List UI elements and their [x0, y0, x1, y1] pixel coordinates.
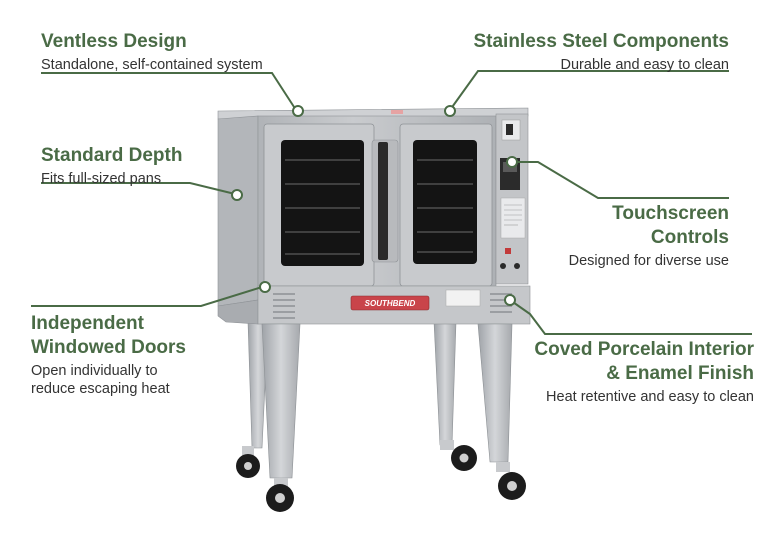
- feature-ventless-design: Ventless Design Standalone, self-contain…: [41, 30, 263, 74]
- callout-line-ventless: [41, 72, 297, 111]
- callout-line-stainless: [449, 70, 729, 111]
- oven-legs-front: [261, 323, 513, 479]
- oven-legs-back: [247, 321, 457, 449]
- brand-logo: SOUTHBEND: [350, 295, 430, 311]
- feature-stainless-steel: Stainless Steel Components Durable and e…: [473, 30, 729, 74]
- feature-description: Designed for diverse use: [568, 253, 729, 269]
- feature-standard-depth: Standard Depth Fits full-sized pans: [41, 144, 182, 188]
- feature-title-line1: Touchscreen: [612, 203, 729, 224]
- feature-description: Standalone, self-contained system: [41, 57, 263, 73]
- callout-dot-stainless: [444, 105, 456, 117]
- feature-description: Fits full-sized pans: [41, 171, 162, 187]
- feature-description: Durable and easy to clean: [560, 57, 729, 73]
- feature-windowed-doors: Independent Windowed Doors Open individu…: [31, 312, 231, 398]
- feature-title-line2: Controls: [650, 227, 729, 248]
- oven-body: [217, 107, 531, 325]
- callout-dot-coved: [504, 294, 516, 306]
- callout-dot-depth: [231, 189, 243, 201]
- callout-line-doors: [31, 286, 263, 307]
- callout-dots: [231, 105, 518, 306]
- feature-title: Standard Depth: [41, 145, 183, 166]
- feature-title: Ventless Design: [41, 31, 187, 52]
- feature-description: Heat retentive and easy to clean: [546, 389, 754, 405]
- callout-line-coved: [509, 299, 752, 335]
- feature-title-line1: Coved Porcelain Interior: [534, 339, 754, 360]
- callout-lines: [31, 70, 752, 335]
- callout-line-depth: [41, 182, 236, 195]
- feature-title: Stainless Steel Components: [473, 31, 729, 52]
- caster-wheels: [236, 440, 526, 512]
- feature-title-line2: Windowed Doors: [31, 337, 186, 358]
- callout-dot-touchscreen: [506, 156, 518, 168]
- feature-title-line2: & Enamel Finish: [606, 363, 754, 384]
- feature-description: Open individually to reduce escaping hea…: [31, 363, 170, 397]
- feature-title-line1: Independent: [31, 313, 144, 334]
- callout-line-touchscreen: [512, 161, 729, 199]
- callout-dot-ventless: [292, 105, 304, 117]
- callout-dot-doors: [259, 281, 271, 293]
- feature-coved-porcelain: Coved Porcelain Interior & Enamel Finish…: [474, 338, 754, 406]
- brand-logo-text: SOUTHBEND: [365, 299, 416, 308]
- feature-touchscreen-controls: Touchscreen Controls Designed for divers…: [469, 202, 729, 270]
